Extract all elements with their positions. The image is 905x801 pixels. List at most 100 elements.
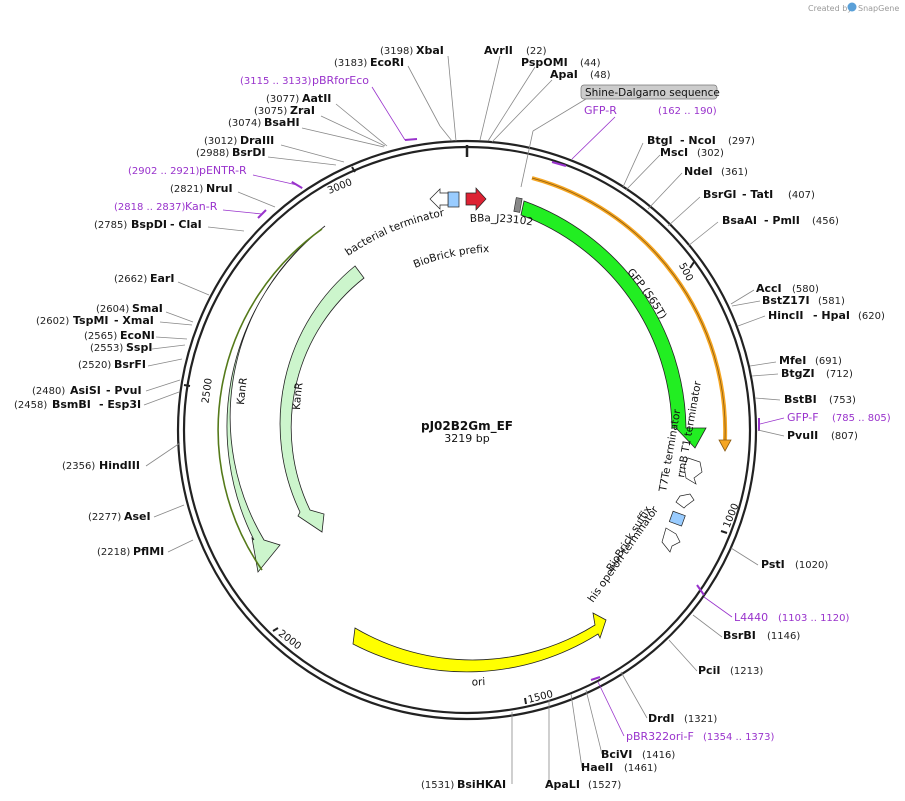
site-name-eari[interactable]: EarI	[150, 272, 174, 285]
site-name-btgzi[interactable]: BtgZI	[781, 367, 815, 380]
site-name-smai[interactable]: SmaI	[132, 302, 163, 315]
snapgene-logo-icon	[847, 2, 857, 12]
site-extra-tati[interactable]: - TatI	[742, 188, 773, 201]
leader-pbr322ori-f	[597, 681, 625, 737]
leader-btgi	[622, 142, 644, 188]
leader-tspmi	[159, 321, 193, 326]
site-name-pspomi[interactable]: PspOMI	[521, 56, 568, 69]
site-name-bspdi[interactable]: BspDI	[131, 218, 167, 231]
site-pos-bspdi: (2785)	[94, 220, 127, 231]
site-name-ecori[interactable]: EcoRI	[370, 56, 404, 69]
kanr-outer-accent-line	[217, 228, 323, 571]
site-pos-bsaai: (456)	[812, 216, 839, 227]
site-name-nrui[interactable]: NruI	[206, 182, 233, 195]
site-pos-pcii: (1213)	[730, 666, 763, 677]
site-pos-asei: (2277)	[88, 512, 121, 523]
site-name-xbai[interactable]: XbaI	[416, 44, 444, 57]
leader-bsrgi	[667, 196, 701, 227]
primer-name-gfp-r[interactable]: GFP-R	[584, 104, 617, 117]
site-name-tspmi[interactable]: TspMI	[73, 314, 109, 327]
leader-pcii	[668, 639, 698, 672]
site-extra-clai[interactable]: - ClaI	[170, 218, 202, 231]
primer-name-gfp-f[interactable]: GFP-F	[787, 411, 819, 424]
tick-mark-2500	[183, 384, 191, 387]
leader-arui	[237, 191, 276, 208]
site-name-econi[interactable]: EcoNI	[120, 329, 155, 342]
site-name-bsrgi[interactable]: BsrGI	[703, 188, 736, 201]
shine-dalgarno-leader	[532, 98, 587, 132]
site-name-msci[interactable]: MscI	[660, 146, 688, 159]
leader-pspomi	[487, 66, 536, 142]
site-name-pvuii[interactable]: PvuII	[787, 429, 818, 442]
site-name-draiii[interactable]: DraIII	[240, 134, 274, 147]
site-extra-xmai[interactable]: - XmaI	[114, 314, 154, 327]
site-name-sspi[interactable]: SspI	[126, 341, 152, 354]
site-name-apai[interactable]: ApaI	[550, 68, 578, 81]
primer-name-pentr-r[interactable]: pENTR-R	[199, 164, 247, 177]
biobrick-suffix-box	[668, 510, 686, 527]
site-name-btgi[interactable]: BtgI	[647, 134, 673, 147]
site-name-acci[interactable]: AccI	[756, 282, 782, 295]
primer-range-l4440: (1103 .. 1120)	[778, 613, 850, 624]
primer-name-kan-r[interactable]: Kan-R	[185, 200, 218, 213]
site-name-bsrfi[interactable]: BsrFI	[114, 358, 146, 371]
site-name-zrai[interactable]: ZraI	[290, 104, 315, 117]
site-pos-hincii: (620)	[858, 311, 885, 322]
primer-range-kan-r: (2818 .. 2837)	[114, 202, 186, 213]
primer-name-l4440[interactable]: L4440	[734, 611, 768, 624]
site-name-aatii[interactable]: AatII	[302, 92, 331, 105]
site-pos-pflmi: (2218)	[97, 547, 130, 558]
bacterial-terminator-arrow	[429, 188, 449, 210]
site-name-bsrdi[interactable]: BsrDI	[232, 146, 266, 159]
site-name-bcivi[interactable]: BciVI	[601, 748, 632, 761]
site-name-avrii[interactable]: AvrII	[484, 44, 513, 57]
site-name-pflmi[interactable]: PflMI	[133, 545, 164, 558]
site-pos-apali: (1527)	[588, 780, 621, 791]
primer-mark-gfp-r	[551, 161, 567, 167]
leader-bstz17i	[731, 300, 761, 307]
gfp-feature-arrow	[520, 200, 707, 449]
plasmid-size: 3219 bp	[444, 432, 489, 445]
site-name-bsmbi[interactable]: BsmBI	[52, 398, 91, 411]
leader-asisi	[145, 379, 181, 392]
site-pos-tspmi: (2602)	[36, 316, 69, 327]
site-name-psti[interactable]: PstI	[761, 558, 785, 571]
leader-hincii	[737, 315, 766, 327]
leader-pentr-r	[252, 174, 298, 186]
site-name-asei[interactable]: AseI	[124, 510, 151, 523]
site-name-hincii[interactable]: HincII	[768, 309, 804, 322]
site-name-hindiii[interactable]: HindIII	[99, 459, 140, 472]
leader-mfei	[749, 361, 777, 367]
site-name-mfei[interactable]: MfeI	[779, 354, 806, 367]
site-name-bsahi[interactable]: BsaHI	[264, 116, 300, 129]
site-name-asisi[interactable]: AsiSI	[70, 384, 101, 397]
site-name-bsrbi[interactable]: BsrBI	[723, 629, 756, 642]
leader-zrai	[320, 115, 386, 147]
primer-name-pbrforeco[interactable]: pBRforEco	[312, 74, 369, 87]
primer-name-pbr322ori-f[interactable]: pBR322ori-F	[626, 730, 694, 743]
his-operon-terminator-label: his operon terminator	[586, 504, 662, 605]
site-name-drdi[interactable]: DrdI	[648, 712, 675, 725]
site-pos-smai: (2604)	[96, 304, 129, 315]
site-name-bsaai[interactable]: BsaAI	[722, 214, 757, 227]
site-name-ndei[interactable]: NdeI	[684, 165, 713, 178]
site-name-bstbi[interactable]: BstBI	[784, 393, 817, 406]
site-name-bsihkai[interactable]: BsiHKAI	[457, 778, 506, 791]
site-extra-hpai[interactable]: - HpaI	[813, 309, 850, 322]
site-extra-ncoi[interactable]: - NcoI	[680, 134, 716, 147]
tick-label-2500: 2500	[200, 377, 214, 404]
site-name-pcii[interactable]: PciI	[698, 664, 720, 677]
site-pos-bsrgi: (407)	[788, 190, 815, 201]
site-labels: (3198) XbaI (3183) EcoRI AvrII (22) PspO…	[14, 44, 891, 791]
site-name-apali[interactable]: ApaLI	[545, 778, 580, 791]
site-extra-pmli[interactable]: - PmlI	[764, 214, 800, 227]
leader-pflmi	[167, 539, 194, 553]
site-extra-pvui[interactable]: - PvuI	[106, 384, 142, 397]
primer-mark-l4440	[696, 584, 705, 596]
site-extra-esp3i[interactable]: - Esp3I	[99, 398, 141, 411]
site-pos-pspomi: (44)	[580, 58, 601, 69]
shine-dalgarno-callout-box	[580, 84, 718, 100]
leader-aatii	[335, 103, 388, 147]
site-name-bstz17i[interactable]: BstZ17I	[762, 294, 810, 307]
site-name-haeii[interactable]: HaeII	[581, 761, 613, 774]
